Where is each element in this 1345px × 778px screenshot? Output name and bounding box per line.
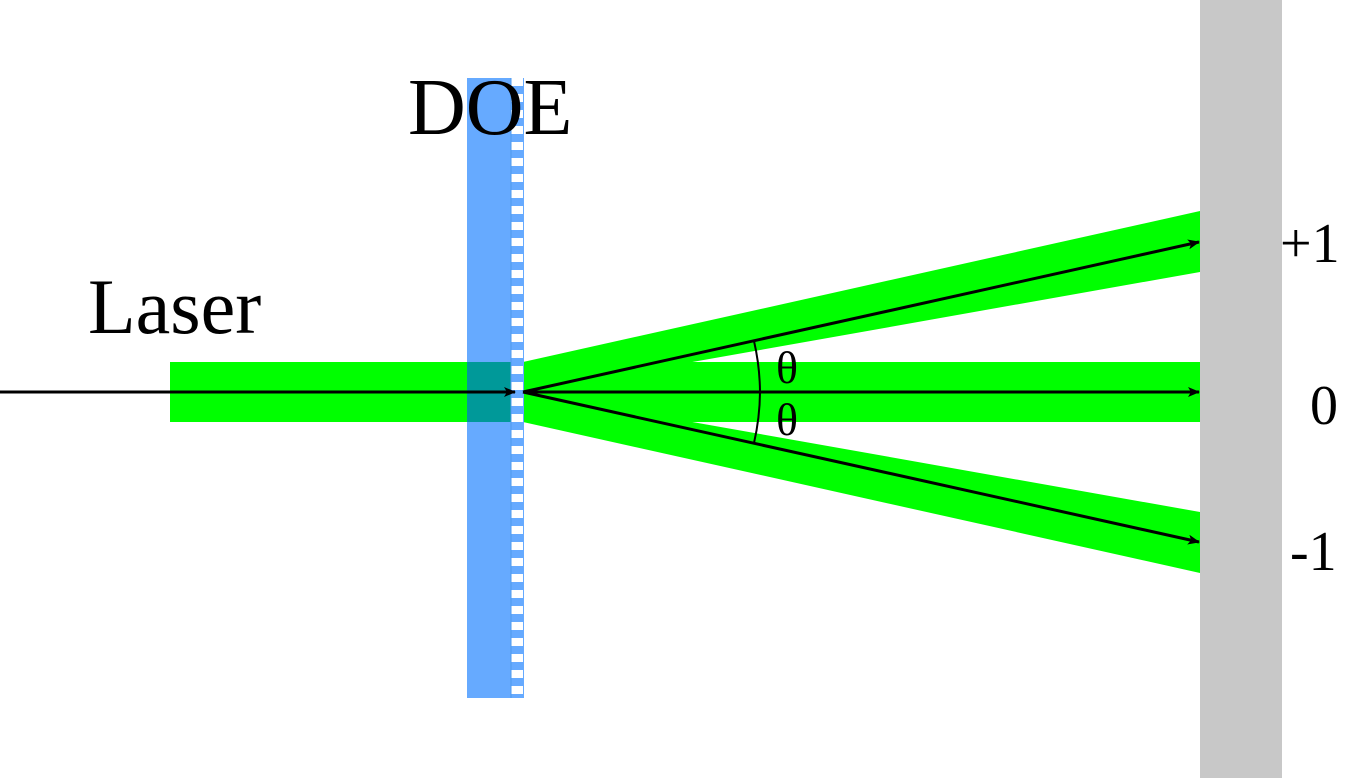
order-0-label: 0	[1310, 375, 1338, 437]
screen	[1200, 0, 1282, 778]
order-plus-1-label: +1	[1280, 213, 1340, 275]
angle-arc-lower	[753, 391, 761, 444]
angle-label-upper: θ	[776, 342, 798, 393]
beam-order-plus-1	[523, 211, 1200, 392]
ray-order-plus-1	[522, 239, 1200, 394]
angle-arc-upper	[753, 340, 761, 393]
doe-label: DOE	[408, 64, 572, 152]
order-minus-1-label: -1	[1290, 521, 1337, 583]
angle-label-lower: θ	[776, 394, 798, 445]
beam-order-minus-1	[523, 392, 1200, 573]
laser-label: Laser	[88, 263, 261, 350]
ray-order-minus-1	[522, 390, 1200, 545]
